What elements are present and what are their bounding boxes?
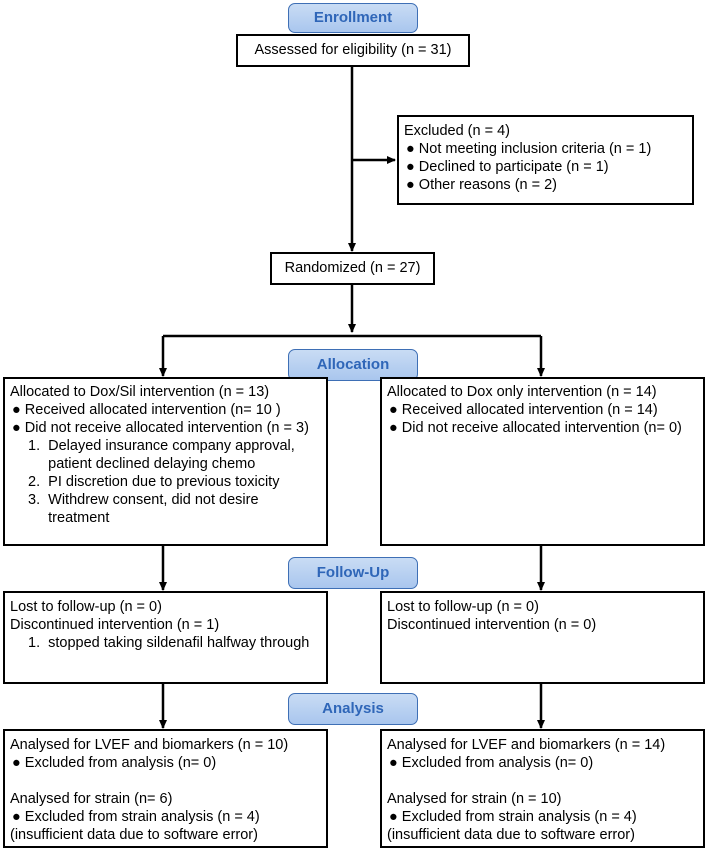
allocation-left-received: ● Received allocated intervention (n= 10… <box>12 402 281 418</box>
allocation-left-reason: patient declined delaying chemo <box>28 456 256 472</box>
allocation-left-not-received: ● Did not receive allocated intervention… <box>12 420 309 436</box>
stage-allocation: Allocation <box>288 349 418 381</box>
spacer <box>10 772 326 790</box>
follow-up-left-discontinued: Discontinued intervention (n = 1) <box>10 617 220 633</box>
allocation-right-received: ● Received allocated intervention (n = 1… <box>389 402 658 418</box>
excluded-item: ● Not meeting inclusion criteria (n = 1) <box>406 141 652 157</box>
excluded-item: ● Declined to participate (n = 1) <box>406 159 609 175</box>
follow-up-right-discontinued: Discontinued intervention (n = 0) <box>387 617 597 633</box>
spacer <box>387 772 703 790</box>
analysis-right-box: Analysed for LVEF and biomarkers (n = 14… <box>380 729 705 848</box>
allocation-left-reason: 1. Delayed insurance company approval, <box>28 438 295 454</box>
allocation-left-title: Allocated to Dox/Sil intervention (n = 1… <box>10 384 270 400</box>
excluded-title: Excluded (n = 4) <box>404 123 510 139</box>
follow-up-left-reason: 1. stopped taking sildenafil halfway thr… <box>28 635 310 651</box>
allocation-left-reason: 2. PI discretion due to previous toxicit… <box>28 474 280 490</box>
randomized-text: Randomized (n = 27) <box>284 260 421 276</box>
analysis-left-strain-note: (insufficient data due to software error… <box>10 827 258 843</box>
analysis-left-lvef: Analysed for LVEF and biomarkers (n = 10… <box>10 737 289 753</box>
analysis-right-lvef: Analysed for LVEF and biomarkers (n = 14… <box>387 737 666 753</box>
allocation-right-box: Allocated to Dox only intervention (n = … <box>380 377 705 546</box>
excluded-box: Excluded (n = 4) ● Not meeting inclusion… <box>397 115 694 205</box>
allocation-right-not-received: ● Did not receive allocated intervention… <box>389 420 682 436</box>
assessed-text: Assessed for eligibility (n = 31) <box>254 42 452 58</box>
analysis-right-lvef-excluded: ● Excluded from analysis (n= 0) <box>389 755 594 771</box>
allocation-left-reason: 3. Withdrew consent, did not desire <box>28 492 259 508</box>
stage-analysis: Analysis <box>288 693 418 725</box>
analysis-left-box: Analysed for LVEF and biomarkers (n = 10… <box>3 729 328 848</box>
stage-enrollment: Enrollment <box>288 3 418 33</box>
analysis-right-strain-excluded: ● Excluded from strain analysis (n = 4) <box>389 809 637 825</box>
follow-up-left-box: Lost to follow-up (n = 0) Discontinued i… <box>3 591 328 684</box>
allocation-left-box: Allocated to Dox/Sil intervention (n = 1… <box>3 377 328 546</box>
analysis-right-strain-note: (insufficient data due to software error… <box>387 827 635 843</box>
analysis-right-strain: Analysed for strain (n = 10) <box>387 791 562 807</box>
analysis-left-strain-excluded: ● Excluded from strain analysis (n = 4) <box>12 809 260 825</box>
allocation-right-title: Allocated to Dox only intervention (n = … <box>387 384 657 400</box>
assessed-box: Assessed for eligibility (n = 31) <box>236 34 470 67</box>
excluded-item: ● Other reasons (n = 2) <box>406 177 558 193</box>
follow-up-right-lost: Lost to follow-up (n = 0) <box>387 599 539 615</box>
randomized-box: Randomized (n = 27) <box>270 252 435 285</box>
stage-follow-up: Follow-Up <box>288 557 418 589</box>
follow-up-right-box: Lost to follow-up (n = 0) Discontinued i… <box>380 591 705 684</box>
analysis-left-strain: Analysed for strain (n= 6) <box>10 791 173 807</box>
follow-up-left-lost: Lost to follow-up (n = 0) <box>10 599 162 615</box>
analysis-left-lvef-excluded: ● Excluded from analysis (n= 0) <box>12 755 217 771</box>
allocation-left-reason: treatment <box>28 510 110 526</box>
